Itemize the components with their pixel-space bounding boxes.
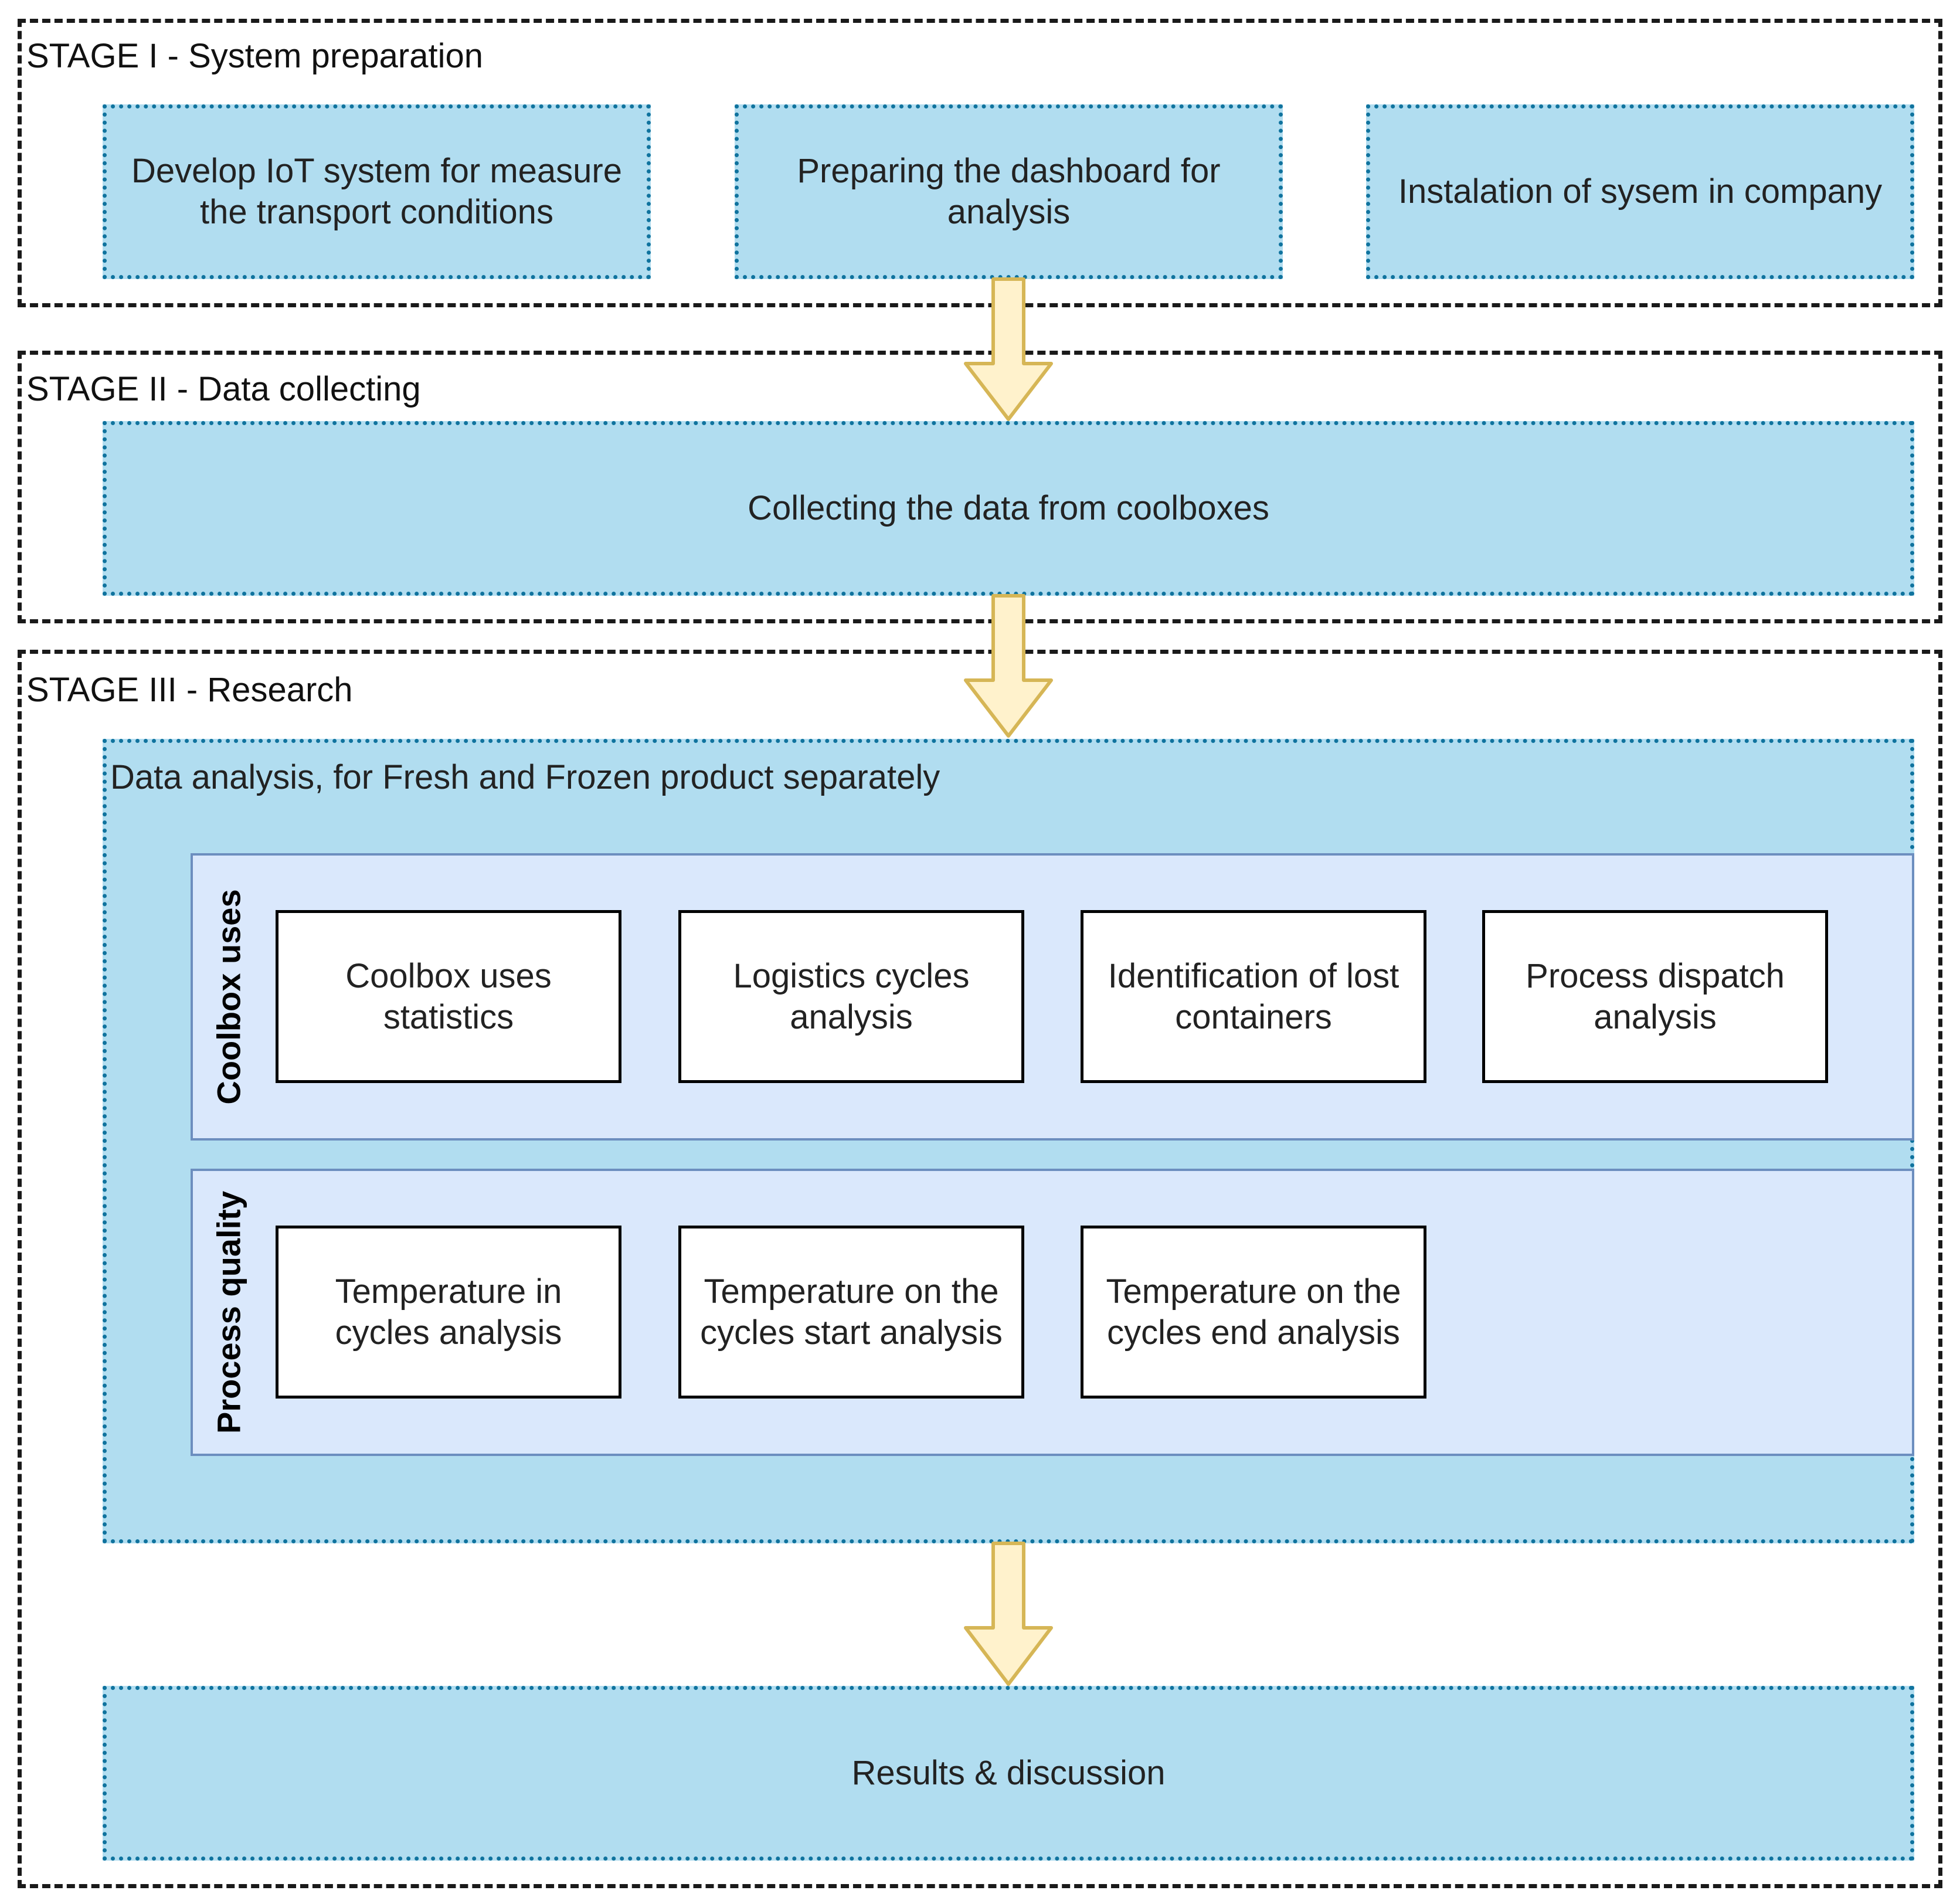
data-analysis-title: Data analysis, for Fresh and Frozen prod… <box>110 758 940 796</box>
results-box: Results & discussion <box>103 1686 1914 1861</box>
installation-box: Instalation of sysem in company <box>1366 104 1914 279</box>
dashboard-box: Preparing the dashboard for analysis <box>735 104 1283 279</box>
develop-iot-box: Develop IoT system for measure the trans… <box>103 104 651 279</box>
logistics-cycles-box: Logistics cycles analysis <box>678 910 1024 1083</box>
temperature-end-box: Temperature on the cycles end analysis <box>1081 1226 1426 1399</box>
process-quality-label: Process quality <box>210 1191 247 1434</box>
stage-1-title: STAGE I - System preparation <box>26 37 483 75</box>
stage-2-title: STAGE II - Data collecting <box>26 370 421 408</box>
lost-containers-box: Identification of lost containers <box>1081 910 1426 1083</box>
collecting-data-box: Collecting the data from coolboxes <box>103 421 1914 596</box>
coolbox-uses-label: Coolbox uses <box>210 889 247 1105</box>
stage-3-title: STAGE III - Research <box>26 671 353 709</box>
coolbox-statistics-box: Coolbox uses statistics <box>276 910 621 1083</box>
temperature-in-cycles-box: Temperature in cycles analysis <box>276 1226 621 1399</box>
temperature-start-box: Temperature on the cycles start analysis <box>678 1226 1024 1399</box>
process-dispatch-box: Process dispatch analysis <box>1482 910 1828 1083</box>
